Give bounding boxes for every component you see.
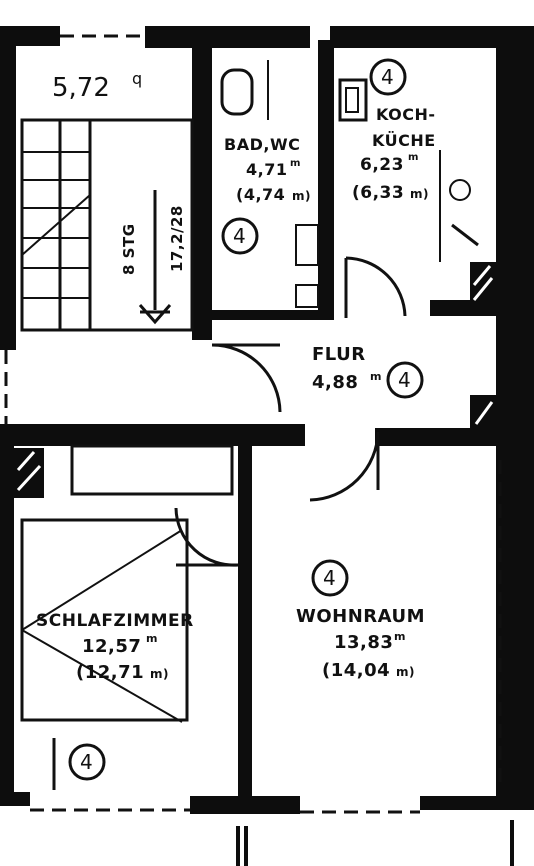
walls <box>0 26 534 814</box>
stair-top-value: 5,72 <box>52 73 110 103</box>
wall-bottom-right <box>420 796 534 810</box>
wohnraum-marker: 4 <box>323 566 336 590</box>
staircase <box>20 118 194 332</box>
schlafzimmer-area-alt: (12,71 <box>76 662 144 683</box>
kueche-marker: 4 <box>381 65 394 89</box>
flur-area-unit: m <box>370 370 382 383</box>
wohnraum-area-alt-unit: m) <box>396 665 415 679</box>
wall-stair-right <box>192 40 212 340</box>
schlafzimmer-area-unit: m <box>146 632 158 645</box>
bad-area-unit: m <box>290 158 301 169</box>
room-flur: FLUR 4,88 m 4 <box>312 344 424 399</box>
kueche-marker-circle <box>369 58 407 96</box>
room-schlafzimmer: SCHLAFZIMMER 12,57 m (12,71 m) 4 <box>36 611 194 781</box>
stair-steps-label: 8 STG <box>120 223 138 275</box>
pillar-hatching <box>16 265 494 492</box>
room-kueche: 4 KOCH- KÜCHE 6,23 m (6,33 m) <box>352 58 436 203</box>
wohnraum-area-unit: m <box>394 630 406 643</box>
bad-area-alt: (4,74 <box>236 185 285 204</box>
windows <box>4 34 502 814</box>
kitchen-fixtures <box>338 78 479 262</box>
kueche-name-1: KOCH- <box>376 105 436 124</box>
bad-marker-circle <box>221 217 259 255</box>
flur-marker-circle <box>386 361 424 399</box>
wall-bottom-mid <box>190 796 300 814</box>
wall-left-upper <box>0 40 16 350</box>
wall-bath-kitchen <box>318 40 334 320</box>
room-bad: BAD,WC 4,71 m (4,74 m) 4 <box>221 135 311 255</box>
wall-left-lower <box>0 425 14 805</box>
kueche-name-2: KÜCHE <box>372 131 436 150</box>
wall-bath-bottom <box>212 310 332 320</box>
kueche-area: 6,23 <box>360 155 404 175</box>
wall-mid-left <box>0 424 305 446</box>
wall-right <box>496 26 534 806</box>
bad-name: BAD,WC <box>224 135 300 154</box>
bath-fixtures <box>220 60 319 308</box>
stair-steps-dim: 17,2/28 <box>168 205 186 272</box>
bedroom-furniture <box>20 444 234 790</box>
wall-bottom-left <box>0 792 30 806</box>
wohnraum-area: 13,83 <box>334 632 393 653</box>
wohnraum-area-alt: (14,04 <box>322 660 390 681</box>
pillar-kitchen <box>470 262 496 310</box>
wohnraum-marker-circle <box>311 559 349 597</box>
wall-top-right <box>330 26 534 48</box>
wall-mid-right <box>375 428 500 446</box>
stair-top-unit: q <box>132 69 142 88</box>
bad-area-alt-unit: m) <box>292 189 311 203</box>
flur-name: FLUR <box>312 344 366 365</box>
flur-area: 4,88 <box>312 372 358 393</box>
wall-top-mid <box>145 26 310 48</box>
wohnraum-name: WOHNRAUM <box>296 606 425 627</box>
bottom-edge-marks <box>236 820 514 866</box>
kueche-area-alt: (6,33 <box>352 183 404 203</box>
flur-marker: 4 <box>398 368 411 392</box>
bad-area: 4,71 <box>246 160 287 179</box>
wall-bed-living <box>238 440 252 800</box>
schlafzimmer-marker: 4 <box>80 750 93 774</box>
schlafzimmer-name: SCHLAFZIMMER <box>36 611 194 631</box>
schlafzimmer-area-alt-unit: m) <box>150 667 169 681</box>
kueche-area-unit: m <box>408 152 419 163</box>
schlafzimmer-area: 12,57 <box>82 636 141 657</box>
bad-marker: 4 <box>233 224 246 248</box>
kueche-area-alt-unit: m) <box>410 187 429 201</box>
schlafzimmer-marker-circle <box>68 743 106 781</box>
room-wohnraum: 4 WOHNRAUM 13,83 m (14,04 m) <box>296 559 425 681</box>
